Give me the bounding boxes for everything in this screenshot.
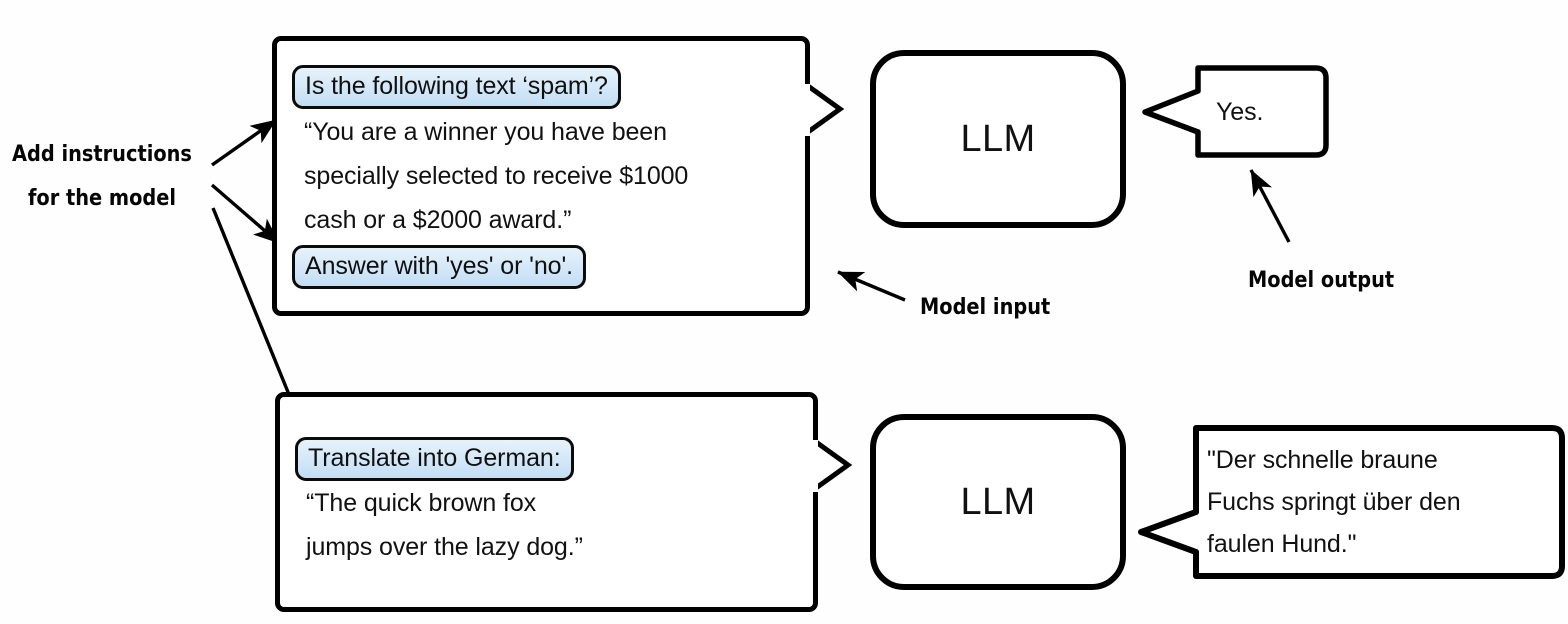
model-input-box-german (275, 392, 818, 612)
llm-box-spam-label: LLM (960, 117, 1036, 160)
label-add-instructions-line-2: for the model (28, 186, 177, 211)
output-bubble-german (1138, 425, 1565, 579)
label-model-input: Model input (920, 295, 1051, 320)
input-box-spam-tail (800, 83, 845, 136)
instruction-chip-spam-question-label: Is the following text ‘spam’? (305, 71, 608, 100)
instruction-chip-spam-answer-label: Answer with 'yes' or 'no'. (305, 251, 573, 280)
instruction-chip-spam-question: Is the following text ‘spam’? (292, 65, 621, 109)
llm-box-german-label: LLM (960, 480, 1036, 523)
prompt-body-line-1: “You are a winner you have been (304, 118, 667, 146)
output-bubble-german-line-3: faulen Hund." (1207, 530, 1357, 558)
label-add-instructions-line-1: Add instructions (12, 142, 192, 167)
arrow-instructions-to-bottom-chip (210, 183, 281, 245)
german-prompt-body-line-2: jumps over the lazy dog.” (306, 533, 583, 561)
input-box-german-tail (808, 439, 853, 492)
instruction-chip-translate-label: Translate into German: (308, 443, 561, 472)
output-bubble-german-line-2: Fuchs springt über den (1207, 488, 1461, 516)
prompt-body-line-3: cash or a $2000 award.” (304, 206, 572, 234)
output-bubble-yes (1142, 65, 1329, 158)
arrow-model-input (837, 270, 906, 302)
instruction-chip-spam-answer: Answer with 'yes' or 'no'. (292, 245, 586, 289)
label-model-output: Model output (1248, 268, 1395, 293)
german-prompt-body-line-1: “The quick brown fox (306, 489, 537, 517)
arrow-model-output (1249, 169, 1291, 243)
instruction-chip-translate: Translate into German: (295, 437, 574, 481)
llm-box-german: LLM (870, 414, 1126, 590)
output-bubble-german-line-1: "Der schnelle braune (1207, 446, 1438, 474)
prompt-body-line-2: specially selected to receive $1000 (304, 162, 689, 190)
arrow-instructions-to-second-box (211, 207, 303, 425)
arrow-instructions-to-top-chip (211, 118, 277, 167)
llm-box-spam: LLM (870, 50, 1126, 228)
output-bubble-yes-line-1: Yes. (1216, 98, 1264, 126)
